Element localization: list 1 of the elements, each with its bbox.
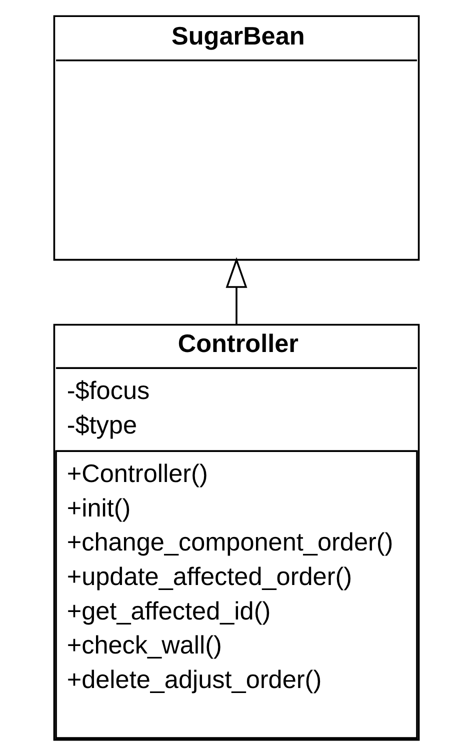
arrow (226, 257, 248, 324)
